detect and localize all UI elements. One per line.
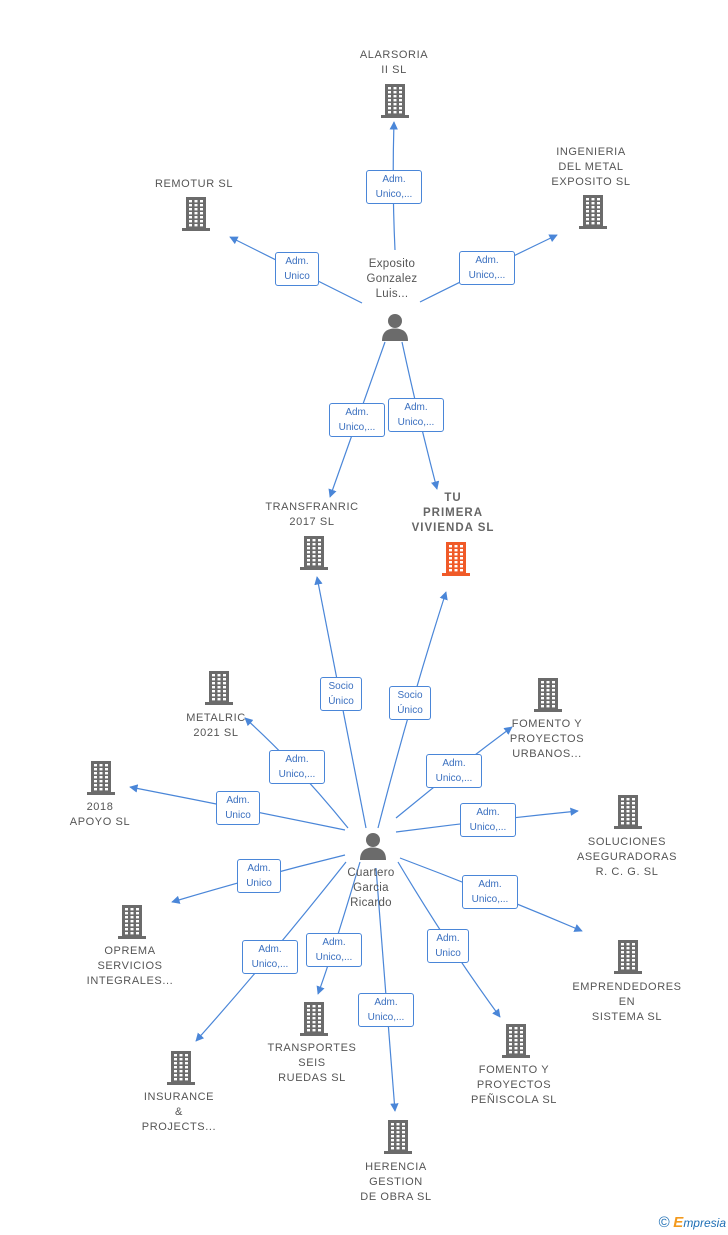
relation-label[interactable]: Adm. Unico,... bbox=[460, 803, 516, 837]
relation-label[interactable]: Adm. Unico,... bbox=[306, 933, 362, 967]
company-label-oprema[interactable]: OPREMA SERVICIOS INTEGRALES... bbox=[86, 945, 174, 987]
company-label-alarsoria[interactable]: ALARSORIA II SL bbox=[359, 49, 429, 76]
relation-label[interactable]: Adm. Unico,... bbox=[426, 754, 482, 788]
building-icon[interactable] bbox=[384, 1120, 412, 1159]
brand-footer[interactable]: © Empresia bbox=[659, 1214, 726, 1231]
company-label-remotur[interactable]: REMOTUR SL bbox=[154, 178, 234, 190]
person-label-cuartero[interactable]: Cuartero Garcia Ricardo bbox=[347, 867, 395, 909]
building-icon-highlighted[interactable] bbox=[442, 542, 470, 581]
relation-label[interactable]: Adm. Unico,... bbox=[358, 993, 414, 1027]
copyright-symbol: © bbox=[658, 1214, 670, 1231]
company-label-soluciones[interactable]: SOLUCIONES ASEGURADORAS R. C. G. SL bbox=[576, 836, 678, 878]
building-icon[interactable] bbox=[118, 905, 146, 944]
building-icon[interactable] bbox=[87, 761, 115, 800]
brand-logo-initial: E bbox=[673, 1214, 684, 1231]
relation-label[interactable]: Adm. Unico,... bbox=[462, 875, 518, 909]
person-icon[interactable] bbox=[381, 313, 409, 346]
company-label-metalric[interactable]: METALRIC 2021 SL bbox=[186, 712, 246, 739]
relation-label[interactable]: Adm. Unico,... bbox=[459, 251, 515, 285]
relation-label[interactable]: Adm. Unico,... bbox=[269, 750, 325, 784]
relation-label[interactable]: Adm. Unico,... bbox=[366, 170, 422, 204]
company-label-transportes[interactable]: TRANSPORTES SEIS RUEDAS SL bbox=[267, 1042, 357, 1084]
person-label-exposito[interactable]: Exposito Gonzalez Luis... bbox=[366, 258, 418, 300]
brand-logo-text: mpresia bbox=[683, 1216, 726, 1230]
building-icon[interactable] bbox=[502, 1024, 530, 1063]
company-label-tuprimera[interactable]: TU PRIMERA VIVIENDA SL bbox=[411, 492, 495, 534]
company-label-fomento_urb[interactable]: FOMENTO Y PROYECTOS URBANOS... bbox=[509, 718, 585, 760]
company-label-emprendedores[interactable]: EMPRENDEDORES EN SISTEMA SL bbox=[572, 981, 682, 1023]
company-label-herencia[interactable]: HERENCIA GESTION DE OBRA SL bbox=[360, 1161, 432, 1203]
relation-label[interactable]: Socio Único bbox=[320, 677, 362, 711]
relation-label[interactable]: Adm. Unico,... bbox=[242, 940, 298, 974]
building-icon[interactable] bbox=[167, 1051, 195, 1090]
building-icon[interactable] bbox=[614, 940, 642, 979]
relation-label[interactable]: Adm. Unico bbox=[427, 929, 469, 963]
relation-label[interactable]: Adm. Unico bbox=[275, 252, 319, 286]
building-icon[interactable] bbox=[614, 795, 642, 834]
relation-label[interactable]: Adm. Unico,... bbox=[388, 398, 444, 432]
building-icon[interactable] bbox=[300, 536, 328, 575]
person-icon[interactable] bbox=[359, 832, 387, 865]
relation-label[interactable]: Adm. Unico bbox=[216, 791, 260, 825]
building-icon[interactable] bbox=[182, 197, 210, 236]
company-label-apoyo[interactable]: 2018 APOYO SL bbox=[69, 801, 131, 828]
company-label-insurance[interactable]: INSURANCE & PROJECTS... bbox=[141, 1091, 217, 1133]
company-label-fomento_pen[interactable]: FOMENTO Y PROYECTOS PEÑISCOLA SL bbox=[470, 1064, 558, 1106]
relation-label[interactable]: Adm. Unico,... bbox=[329, 403, 385, 437]
building-icon[interactable] bbox=[381, 84, 409, 123]
building-icon[interactable] bbox=[534, 678, 562, 717]
building-icon[interactable] bbox=[205, 671, 233, 710]
company-label-ingenieria[interactable]: INGENIERIA DEL METAL EXPOSITO SL bbox=[551, 146, 631, 188]
relation-label[interactable]: Adm. Unico bbox=[237, 859, 281, 893]
building-icon[interactable] bbox=[579, 195, 607, 234]
building-icon[interactable] bbox=[300, 1002, 328, 1041]
relation-label[interactable]: Socio Único bbox=[389, 686, 431, 720]
company-label-transfranric[interactable]: TRANSFRANRIC 2017 SL bbox=[265, 501, 359, 528]
